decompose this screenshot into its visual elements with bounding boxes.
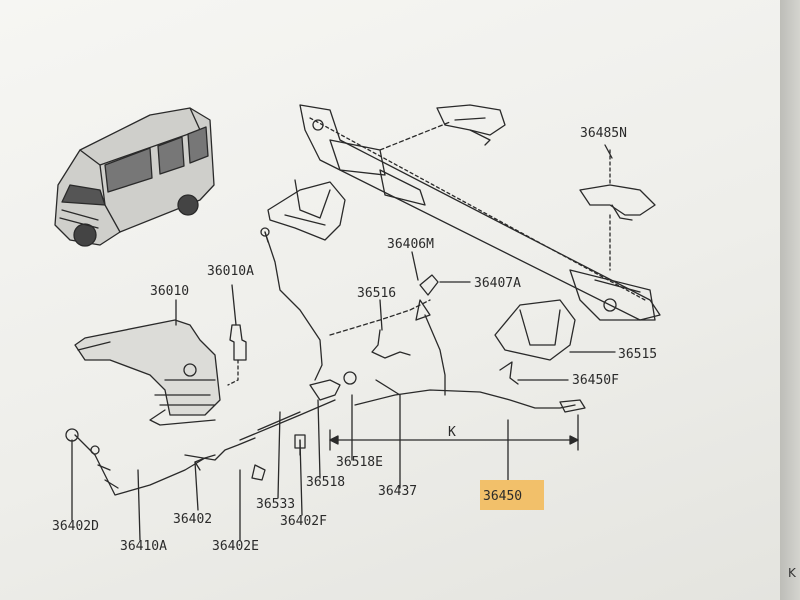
- label-36402: 36402: [173, 512, 212, 527]
- label-36515: 36515: [618, 347, 657, 362]
- spring-36516: [371, 329, 411, 359]
- screen-edge: [780, 0, 800, 600]
- label-36516: 36516: [357, 286, 396, 301]
- label-36518: 36518: [306, 475, 345, 490]
- rear-cable-left: [264, 231, 323, 381]
- label-36518e: 36518E: [336, 455, 383, 470]
- label-36450f: 36450F: [572, 373, 619, 388]
- label-36406m: 36406M: [387, 237, 434, 252]
- front-cable-36410a: [74, 434, 216, 496]
- rear-cable-36450: [354, 389, 576, 409]
- upper-bracket: [436, 104, 506, 136]
- label-36010a: 36010A: [207, 264, 254, 279]
- bracket-36485n: [579, 184, 656, 216]
- hand-brake-lever: [74, 319, 221, 426]
- van-illustration: [54, 107, 215, 247]
- label-36410a: 36410A: [120, 539, 167, 554]
- equalizer-36518: [309, 379, 341, 401]
- dimension-k-label: K: [448, 425, 456, 440]
- label-36485n: 36485N: [580, 126, 627, 141]
- label-36407a: 36407A: [474, 276, 521, 291]
- corner-fragment-text: K: [788, 566, 796, 580]
- label-36437: 36437: [378, 484, 417, 499]
- clip-36450f: [499, 361, 519, 385]
- bracket-36515: [494, 299, 576, 361]
- label-36450: 36450: [483, 489, 522, 504]
- label-36010: 36010: [150, 284, 189, 299]
- label-36533: 36533: [256, 497, 295, 512]
- label-36402e: 36402E: [212, 539, 259, 554]
- rear-axle-frame: [299, 104, 661, 321]
- label-36402f: 36402F: [280, 514, 327, 529]
- highlight-36450: [480, 480, 544, 510]
- label-36402d: 36402D: [52, 519, 99, 534]
- left-bracket: [267, 181, 346, 241]
- bolt-36010a: [229, 324, 247, 361]
